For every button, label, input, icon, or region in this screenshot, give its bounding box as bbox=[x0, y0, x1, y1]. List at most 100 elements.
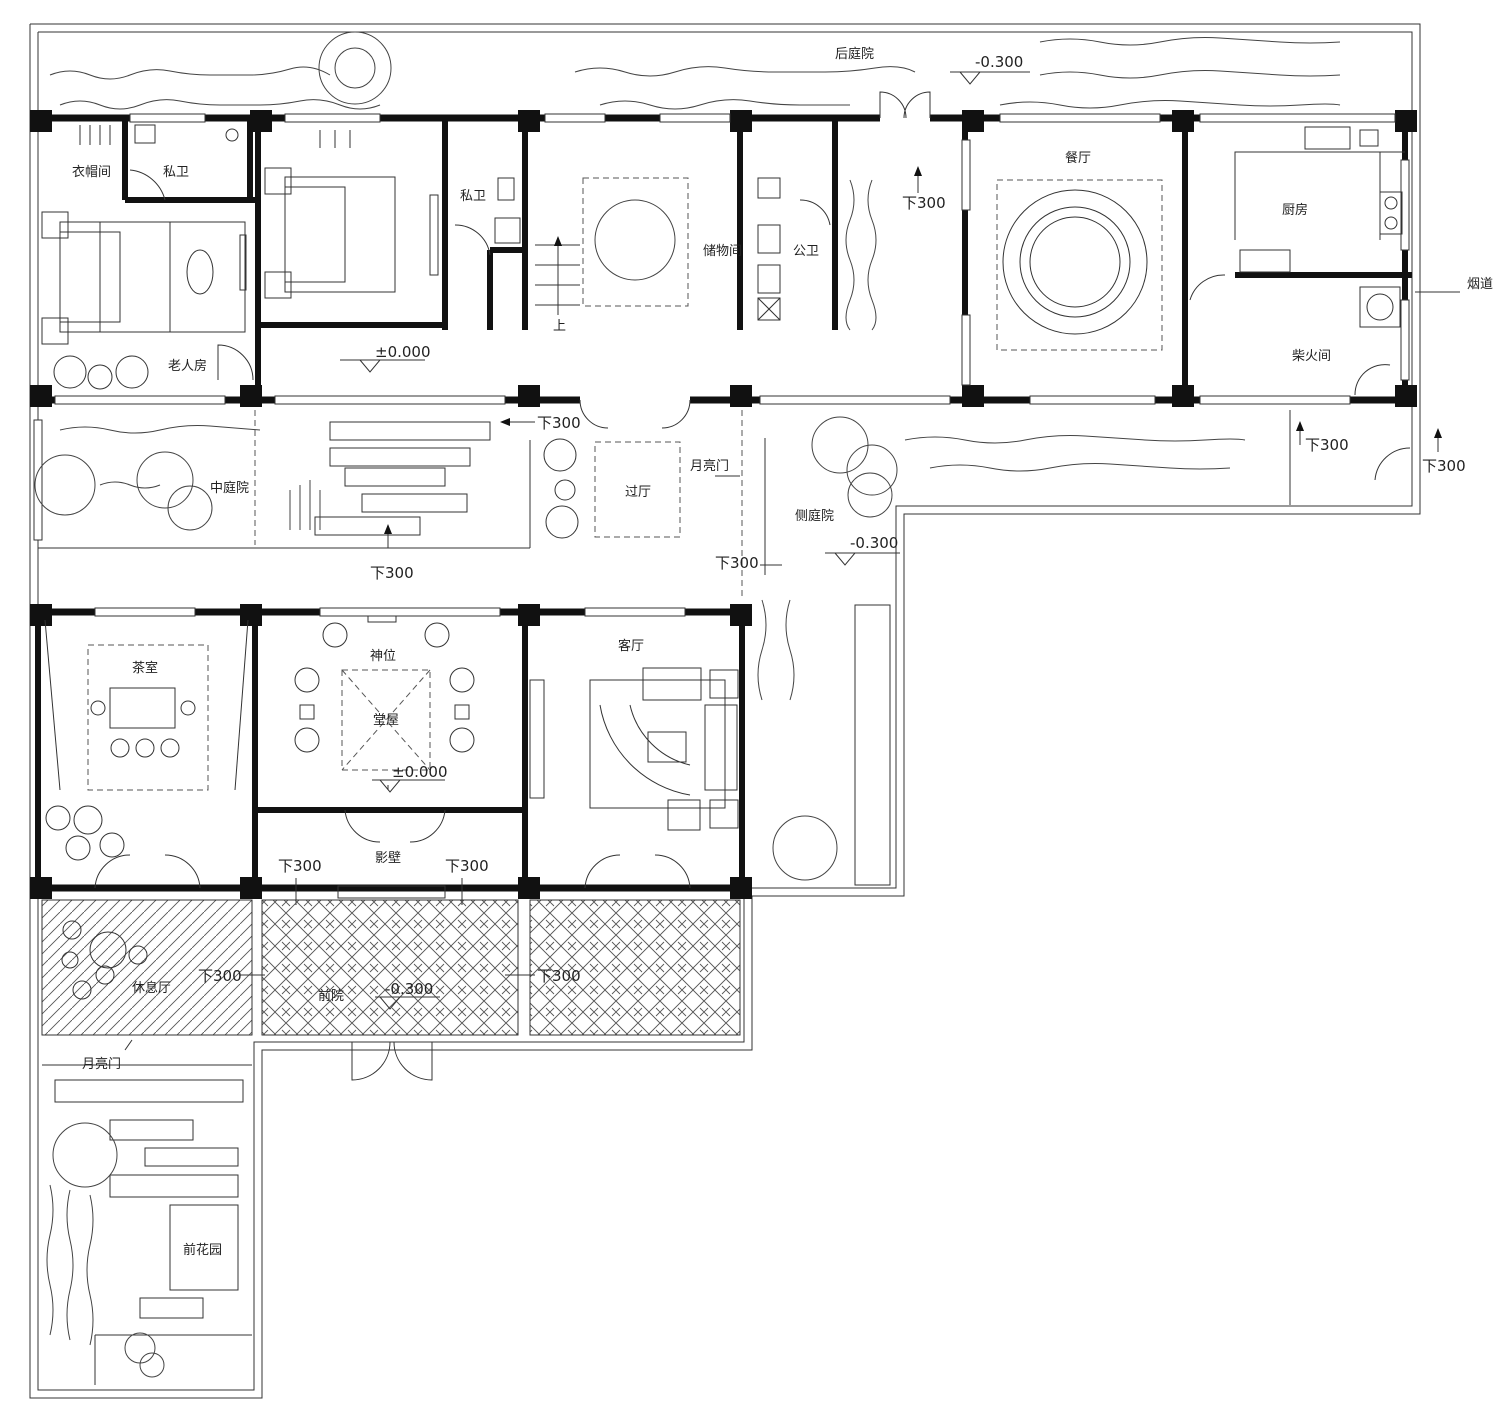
label-screen-wall: 影壁 bbox=[375, 851, 401, 866]
tea-table-icon bbox=[109, 687, 176, 729]
step-slab bbox=[139, 1297, 204, 1319]
label-side-yard: 侧庭院 bbox=[795, 508, 834, 524]
column bbox=[518, 385, 540, 407]
label-firewood: 柴火间 bbox=[1292, 349, 1331, 364]
chair-icon bbox=[424, 622, 450, 648]
column bbox=[30, 604, 52, 626]
label-private-bath-1: 私卫 bbox=[163, 165, 189, 180]
column bbox=[962, 385, 984, 407]
basin-icon bbox=[134, 124, 156, 144]
level-main-hall: ±0.000 bbox=[392, 763, 448, 781]
label-stair-up: 上 bbox=[553, 319, 566, 334]
step-slab bbox=[54, 1079, 244, 1103]
column bbox=[240, 877, 262, 899]
label-middle-yard: 中庭院 bbox=[210, 480, 249, 496]
washer-icon bbox=[757, 224, 781, 254]
step-side-outer: 下300 bbox=[1422, 457, 1466, 475]
east-passage-planting bbox=[845, 166, 922, 331]
room-labels: 后庭院 衣帽间 私卫 私卫 储物间 公卫 餐厅 厨房 烟道 老人房 柴火间 中庭… bbox=[72, 46, 1493, 1258]
kitchen-fixtures bbox=[1234, 126, 1460, 328]
column bbox=[518, 110, 540, 132]
step-middle-yard-right: 下300 bbox=[537, 414, 581, 432]
step-slab bbox=[109, 1119, 194, 1141]
toilet-icon bbox=[757, 177, 781, 199]
dining-furniture bbox=[996, 179, 1163, 351]
label-living-room: 客厅 bbox=[618, 638, 644, 654]
label-front-yard: 前院 bbox=[318, 988, 344, 1004]
armchair-icon bbox=[65, 835, 91, 861]
column bbox=[1172, 110, 1194, 132]
storage-furniture bbox=[535, 177, 689, 315]
main-hall-furniture bbox=[294, 615, 475, 790]
middle-yard-elements bbox=[34, 410, 535, 549]
column bbox=[240, 385, 262, 407]
label-wardrobe: 衣帽间 bbox=[72, 164, 111, 180]
column bbox=[730, 877, 752, 899]
armchair-icon bbox=[45, 805, 71, 831]
column bbox=[1172, 385, 1194, 407]
sofa-icon bbox=[599, 704, 691, 796]
label-kitchen: 厨房 bbox=[1282, 202, 1308, 218]
front-paving bbox=[41, 899, 741, 1036]
elder-room-furniture bbox=[41, 124, 247, 390]
back-yard-planting bbox=[49, 31, 1341, 110]
toilet-icon bbox=[225, 128, 239, 142]
step-middle-yard-bottom: 下300 bbox=[370, 564, 414, 582]
level-labels: -0.300 ±0.000 -0.300 ±0.000 -0.300 bbox=[375, 53, 1023, 998]
column bbox=[962, 110, 984, 132]
side-yard-elements bbox=[757, 410, 1442, 886]
tree-icon bbox=[594, 199, 676, 281]
step-slab bbox=[329, 421, 491, 441]
tree-icon bbox=[847, 472, 893, 518]
tea-room-furniture bbox=[44, 619, 249, 861]
label-elder-room: 老人房 bbox=[168, 358, 207, 374]
column bbox=[30, 110, 52, 132]
rug bbox=[589, 679, 726, 809]
column bbox=[518, 604, 540, 626]
sink-icon bbox=[1304, 126, 1351, 150]
step-slab bbox=[329, 447, 471, 467]
step-lounge: 下300 bbox=[198, 967, 242, 985]
tree-icon bbox=[52, 1122, 118, 1188]
label-front-garden: 前花园 bbox=[183, 1242, 222, 1258]
bed-icon bbox=[59, 221, 171, 333]
level-side-yard: -0.300 bbox=[850, 534, 898, 552]
tree-icon bbox=[136, 451, 194, 509]
step-slab bbox=[344, 467, 446, 487]
level-elder-floor: ±0.000 bbox=[375, 343, 431, 361]
bedroom-furniture bbox=[264, 130, 521, 299]
step-moon-gate-down: 下300 bbox=[715, 554, 759, 572]
level-markers bbox=[340, 71, 1030, 1010]
step-slab bbox=[314, 516, 421, 536]
tree-icon bbox=[772, 815, 838, 881]
armchair-icon bbox=[99, 832, 125, 858]
windows bbox=[33, 113, 1410, 617]
toilet-icon bbox=[497, 177, 515, 201]
basin-icon bbox=[757, 264, 781, 294]
living-room-furniture bbox=[529, 667, 739, 831]
label-main-hall: 堂屋 bbox=[373, 713, 399, 728]
doors bbox=[94, 91, 1411, 1081]
label-passage-hall: 过厅 bbox=[625, 485, 651, 500]
armchair-icon bbox=[545, 505, 579, 539]
column bbox=[730, 110, 752, 132]
bed-icon bbox=[284, 176, 396, 293]
label-lounge: 休息厅 bbox=[132, 980, 171, 996]
label-moon-gate-1: 月亮门 bbox=[690, 458, 729, 474]
shower-icon bbox=[494, 217, 521, 244]
column bbox=[30, 385, 52, 407]
chair-icon bbox=[322, 622, 348, 648]
coffee-table-icon bbox=[647, 731, 687, 763]
label-public-bath: 公卫 bbox=[793, 244, 819, 259]
step-screen-right: 下300 bbox=[445, 857, 489, 875]
column bbox=[730, 385, 752, 407]
stone-stool-icon bbox=[62, 920, 82, 940]
step-corridor-top: 下300 bbox=[902, 194, 946, 212]
armchair-icon bbox=[53, 355, 87, 389]
chair-icon bbox=[294, 727, 320, 753]
label-moon-gate-2: 月亮门 bbox=[82, 1056, 121, 1072]
level-back-yard: -0.300 bbox=[975, 53, 1023, 71]
step-side-yard-right: 下300 bbox=[1305, 436, 1349, 454]
column bbox=[250, 110, 272, 132]
